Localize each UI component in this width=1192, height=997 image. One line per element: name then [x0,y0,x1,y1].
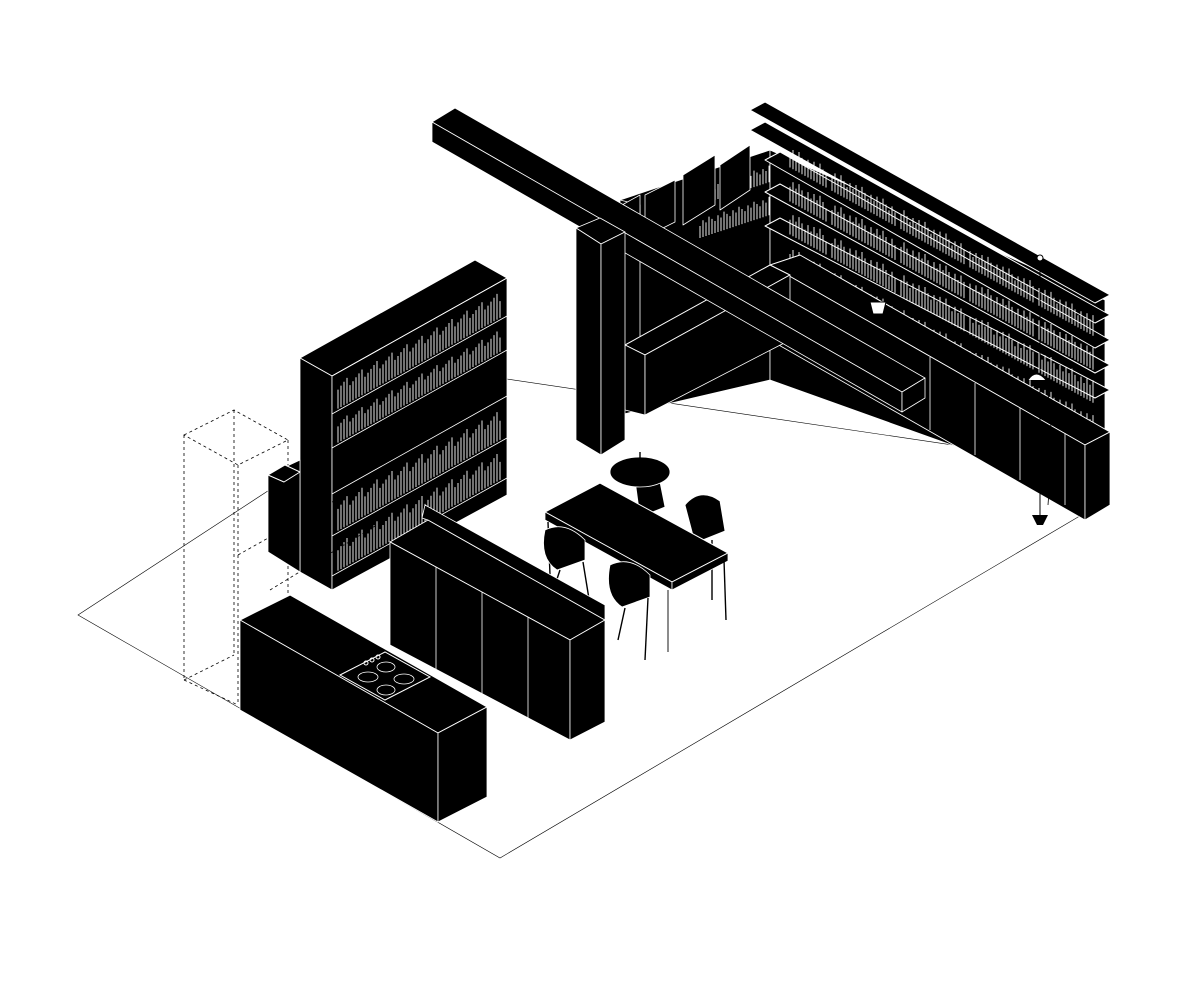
pendant-lamp [609,452,671,488]
back-right-wall-shelving [749,101,1111,501]
bookcase-shelf-board [331,315,508,415]
bookcase-side-cabinet [267,459,301,573]
ceiling-beam [431,107,926,413]
sideboard [389,504,606,741]
shelf-vase [869,301,887,315]
chair-back-right [684,494,726,600]
cooktop [338,651,432,701]
kitchen-island [239,594,488,823]
bookcase-shelf-board [331,437,508,537]
right-low-cabinet [769,254,1111,521]
bookcase-shelf-board [331,349,508,449]
chair-front-right [608,561,651,661]
bookcase-shelf-board [331,395,508,495]
structural-column [575,217,626,456]
bookcase-shelf-board [331,277,508,377]
refrigerator-outline [183,409,386,706]
floor-lamp [1027,254,1052,525]
dining-area [543,452,729,661]
left-bookcase [299,259,508,591]
